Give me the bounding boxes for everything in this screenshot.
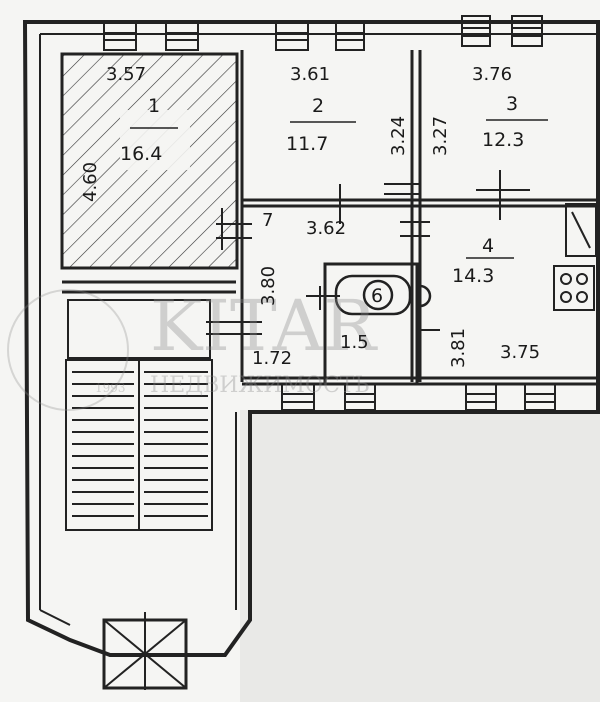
dimension-labels: 3.57 4.60 3.61 3.24 3.76 3.27 3.62 3.80 … [80, 64, 540, 369]
watermark: KITAR НЕДВИЖИМОСТЬ 1993 [7, 285, 378, 411]
room-4-area: 14.3 [452, 265, 494, 287]
window-markers [103, 15, 556, 411]
dim-room1-side: 4.60 [80, 162, 101, 202]
dim-room1-top: 3.57 [106, 64, 146, 85]
door-markers [206, 170, 530, 335]
dim-room3-top: 3.76 [472, 64, 512, 85]
watermark-year: 1993 [95, 381, 126, 395]
room-2-number: 2 [312, 95, 324, 117]
dim-room4-bottom: 3.75 [500, 342, 540, 363]
stair-steps [72, 371, 208, 517]
room-1-area: 16.4 [120, 143, 162, 165]
stove [553, 265, 595, 311]
dim-bath-width: 1.5 [340, 332, 369, 353]
room-3-number: 3 [506, 93, 518, 115]
room-1-number: 1 [148, 95, 160, 117]
staircase [65, 299, 213, 690]
dim-hall-width: 3.62 [306, 218, 346, 239]
dim-entry-width: 1.72 [252, 348, 292, 369]
room-1 [60, 52, 239, 270]
room-4-number: 4 [482, 235, 494, 257]
dim-hall-height: 3.80 [258, 266, 279, 306]
watermark-text: KITAR [150, 285, 378, 367]
watermark-subtext: НЕДВИЖИМОСТЬ [150, 373, 369, 398]
dim-room4-side: 3.81 [448, 328, 469, 368]
room-3-area: 12.3 [482, 129, 524, 151]
outer-wall [22, 20, 600, 657]
room-6-number: 6 [371, 285, 383, 307]
room-2-area: 11.7 [286, 133, 328, 155]
bathtub [334, 274, 432, 316]
sink [565, 203, 597, 257]
dim-room2-top: 3.61 [290, 64, 330, 85]
dim-hall-corner: 7 [262, 210, 273, 231]
room-labels: 1 16.4 2 11.7 3 12.3 4 14.3 6 [120, 93, 548, 311]
dim-room2-side: 3.24 [388, 116, 409, 156]
dim-room3-side: 3.27 [430, 116, 451, 156]
